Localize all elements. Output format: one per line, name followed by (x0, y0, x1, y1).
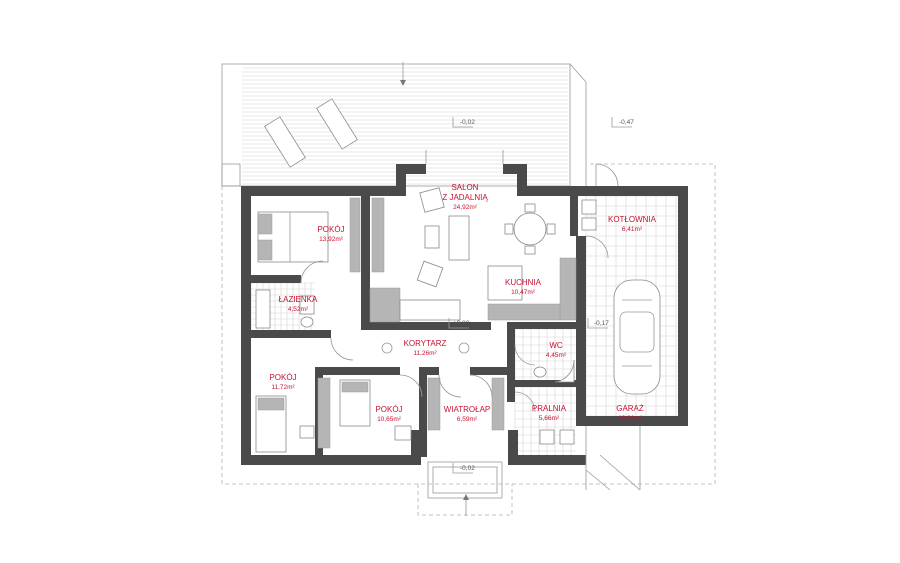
desk-icon (299, 425, 315, 439)
room-area-pralnia: 5,66m² (539, 415, 560, 422)
room-name-pokoj-2: POKÓJ (269, 373, 296, 382)
shower-icon (554, 359, 575, 383)
room-name-salon: SALON (451, 183, 478, 192)
room-name-korytarz: KORYTARZ (404, 339, 447, 348)
room-area-wiatrolap: 6,59m² (457, 416, 478, 423)
door-swings (300, 150, 619, 413)
wardrobe-icon (371, 197, 385, 273)
room-area-lazienka: 4,52m² (288, 306, 309, 313)
stairs-icon (369, 287, 401, 323)
bed-icon (257, 211, 329, 263)
bed-icon (255, 395, 287, 453)
ceiling-light-icon (381, 342, 393, 354)
level-marker-icon: -0,02 (452, 117, 475, 128)
bench-icon (399, 299, 461, 321)
washing-machine-icon (559, 429, 575, 445)
level-entrance: -0,02 (460, 465, 475, 472)
room-name-kuchnia: KUCHNIA (505, 278, 542, 287)
room-area-kuchnia: 10,47m² (511, 289, 536, 296)
armchair-icon (416, 260, 444, 288)
bed-icon (339, 379, 371, 427)
level-marker-icon: -0,47 (611, 117, 634, 128)
room-name-garaz: GARAŻ (616, 404, 644, 413)
wardrobe-icon (317, 377, 331, 449)
room-labels: SALON Z JADALNIĄ 24,92m² POKÓJ 13,92m² K… (269, 183, 656, 423)
level-terrace: -0,02 (460, 119, 475, 126)
sun-lounger-icon (264, 98, 358, 168)
entrance-arrow-icon (400, 62, 469, 516)
level-markers: -0,02 -0,47 ±0,00 -0,17 -0,02 (448, 117, 634, 474)
sofa-icon (448, 215, 470, 261)
terrace (221, 63, 587, 187)
porch-outline (417, 484, 513, 516)
level-floor: ±0,00 (453, 320, 470, 327)
walls (241, 164, 688, 465)
level-garage: -0,17 (594, 320, 609, 327)
room-area-wc: 4,45m² (546, 352, 567, 359)
level-marker-icon: -0,17 (587, 318, 609, 329)
room-area-pokoj-3: 10,65m² (377, 416, 402, 423)
sink-icon (299, 295, 315, 315)
desk-icon (394, 425, 412, 441)
room-area-pokoj-1: 13,92m² (319, 236, 344, 243)
kitchen-counter-icon (559, 257, 577, 321)
level-outside: -0,47 (619, 119, 634, 126)
boiler-icon (581, 199, 597, 215)
room-area-pokoj-2: 11,72m² (271, 384, 295, 391)
washing-machine-icon (539, 429, 555, 445)
room-name-pokoj-1: POKÓJ (317, 225, 344, 234)
coffee-table-icon (424, 225, 440, 249)
wardrobe-icon (491, 377, 505, 431)
room-name-pralnia: PRALNIA (532, 404, 567, 413)
furniture (255, 187, 661, 491)
room-name2-salon: Z JADALNIĄ (442, 193, 488, 202)
room-name-wiatrolap: WIATROŁAP (444, 405, 491, 414)
wardrobe-icon (427, 377, 441, 431)
car-icon (613, 279, 661, 395)
ceiling-light-icon (458, 342, 470, 354)
room-area-salon: 24,92m² (453, 204, 478, 211)
dining-table-icon (504, 203, 556, 255)
room-area-garaz: 19,61m² (618, 415, 643, 422)
kitchen-island-icon (487, 265, 523, 301)
kitchen-counter-icon (487, 303, 561, 321)
armchair-icon (419, 187, 445, 213)
room-name-wc: WC (549, 341, 563, 350)
bathtub-icon (255, 289, 271, 329)
room-area-korytarz: 11,26m² (413, 350, 437, 357)
toilet-icon (533, 366, 547, 378)
toilet-icon (300, 316, 314, 328)
room-name-lazienka: ŁAZIENKA (279, 295, 318, 304)
room-name-kotlownia: KOTŁOWNIA (608, 215, 657, 224)
level-marker-icon: ±0,00 (448, 318, 470, 329)
boiler-icon (581, 217, 597, 231)
room-area-kotlownia: 6,41m² (622, 226, 643, 233)
room-name-pokoj-3: POKÓJ (375, 405, 402, 414)
level-marker-icon: -0,02 (452, 463, 475, 474)
wardrobe-icon (349, 197, 361, 273)
roof-outline (221, 163, 716, 485)
